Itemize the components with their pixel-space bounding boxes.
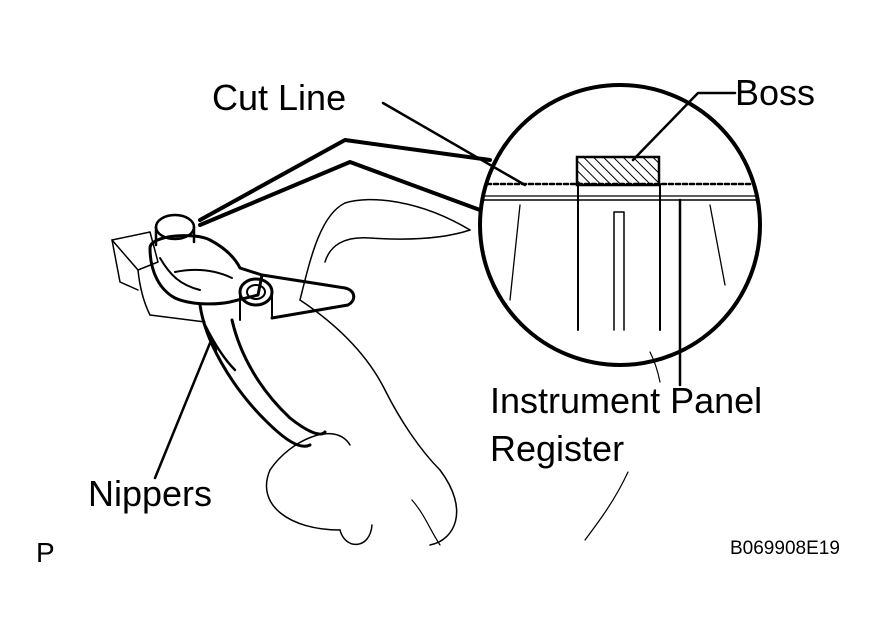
nippers-illustration — [148, 213, 356, 448]
cut-line-label: Cut Line — [212, 77, 347, 118]
magnified-detail-circle — [478, 83, 762, 367]
boss-hatched — [575, 155, 661, 187]
hand-illustration — [265, 198, 661, 546]
boss-leader — [631, 91, 737, 162]
nippers-leader — [153, 341, 212, 480]
page-mark: P — [36, 537, 55, 568]
callout-wedge — [198, 138, 492, 227]
leader-lines — [153, 91, 737, 480]
register-part — [111, 231, 206, 323]
instrument-panel-label: Instrument Panel — [490, 380, 763, 421]
register-label: Register — [490, 428, 625, 469]
cut-line-leader — [381, 101, 527, 187]
boss-label: Boss — [735, 72, 816, 113]
figure-code: B069908E19 — [730, 538, 840, 559]
nippers-label: Nippers — [88, 473, 213, 514]
